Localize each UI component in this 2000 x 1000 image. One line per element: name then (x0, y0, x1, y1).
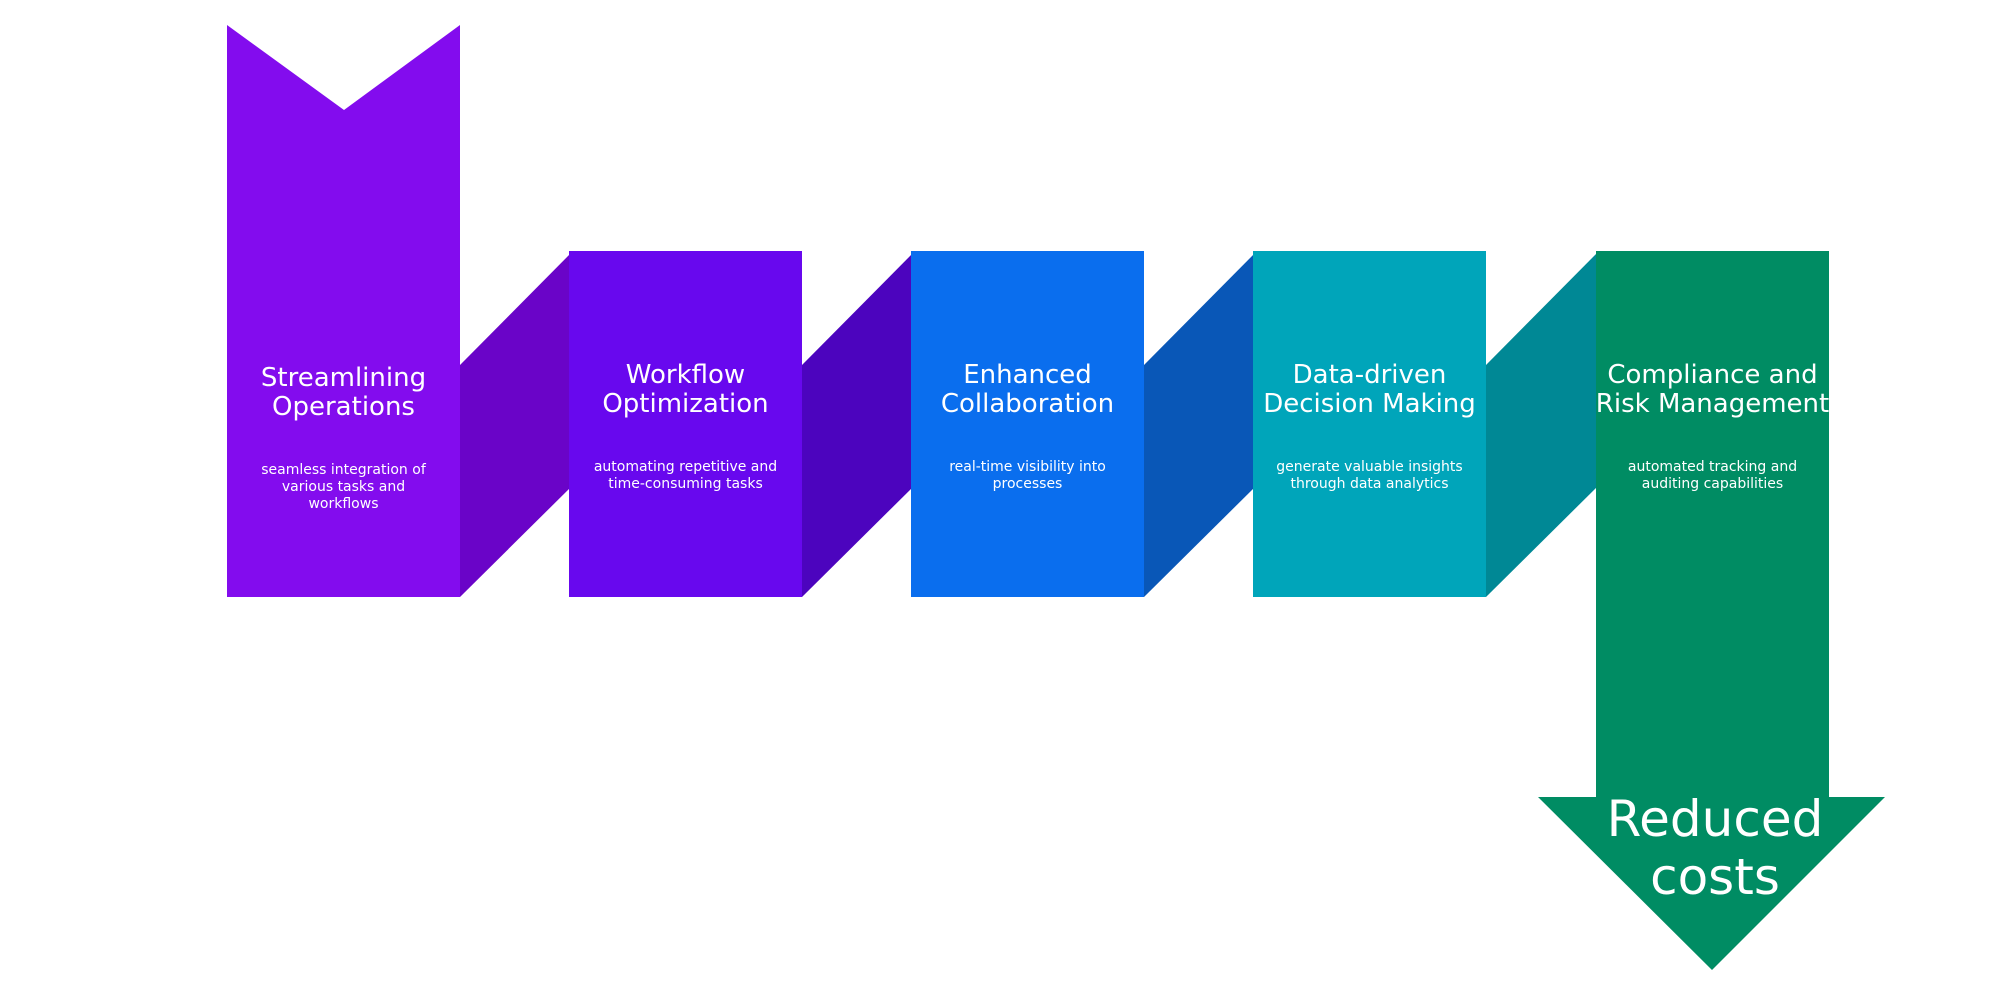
step-3-description: real-time visibility into processes (911, 459, 1144, 493)
final-outcome-line-1: Reduced (1606, 790, 1824, 848)
final-outcome-line-2: costs (1650, 848, 1780, 906)
step-3-text: Enhanced Collaboration real-time visibil… (911, 361, 1144, 493)
step-5-description-line-1: automated tracking and (1627, 459, 1798, 475)
step-3-title: Enhanced Collaboration (911, 361, 1144, 419)
step-panel-2 (569, 251, 802, 597)
step-5-text: Compliance and Risk Management automated… (1591, 361, 1834, 493)
step-3-description-line-1: real-time visibility into (949, 459, 1106, 475)
final-outcome-label: Reduced costs (1560, 790, 1870, 906)
step-5-title-line-1: Compliance and (1607, 360, 1818, 390)
step-2-description-line-1: automating repetitive and (593, 459, 778, 475)
step-panel-3 (911, 251, 1144, 597)
step-5-title-line-2: Risk Management (1595, 389, 1830, 419)
step-4-description-line-2: through data analytics (1290, 476, 1449, 492)
connector-1 (460, 252, 572, 597)
connector-3 (1144, 252, 1256, 597)
step-4-description: generate valuable insights through data … (1253, 459, 1486, 493)
step-2-description: automating repetitive and time-consuming… (569, 459, 802, 493)
step-4-title-line-2: Decision Making (1263, 389, 1476, 419)
step-2-title-line-1: Workflow (625, 360, 746, 390)
connector-4 (1486, 252, 1598, 597)
step-2-description-line-2: time-consuming tasks (608, 476, 763, 492)
step-4-description-line-1: generate valuable insights (1276, 459, 1463, 475)
step-3-title-line-1: Enhanced (963, 360, 1092, 390)
step-5-description-line-2: auditing capabilities (1641, 476, 1784, 492)
step-panel-5 (1538, 251, 1885, 970)
step-2-text: Workflow Optimization automating repetit… (569, 361, 802, 493)
step-4-title: Data-driven Decision Making (1253, 361, 1486, 419)
step-3-description-line-2: processes (992, 476, 1063, 492)
step-4-title-line-1: Data-driven (1292, 360, 1447, 390)
step-1-description: seamless integration of various tasks an… (227, 462, 460, 513)
step-panel-4 (1253, 251, 1486, 597)
step-1-title: Streamlining Operations (227, 364, 460, 422)
step-2-title-line-2: Optimization (602, 389, 769, 419)
connector-2 (802, 252, 914, 597)
step-1-title-line-1: Streamlining (260, 363, 427, 393)
step-1-description-line-2: various tasks and (281, 479, 406, 495)
step-4-text: Data-driven Decision Making generate val… (1253, 361, 1486, 493)
step-5-title: Compliance and Risk Management (1591, 361, 1834, 419)
step-2-title: Workflow Optimization (569, 361, 802, 419)
step-3-title-line-2: Collaboration (940, 389, 1115, 419)
step-1-description-line-3: workflows (308, 496, 379, 512)
step-1-title-line-2: Operations (272, 392, 415, 422)
step-1-description-line-1: seamless integration of (261, 462, 426, 478)
step-1-text: Streamlining Operations seamless integra… (227, 364, 460, 513)
step-panel-1 (227, 25, 460, 597)
step-5-description: automated tracking and auditing capabili… (1591, 459, 1834, 493)
